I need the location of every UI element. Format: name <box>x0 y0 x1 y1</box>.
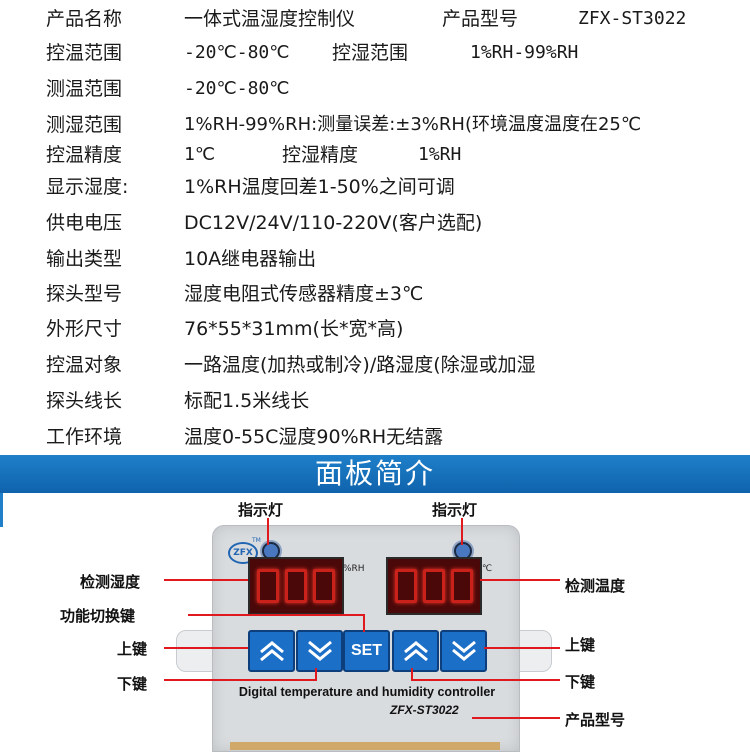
spec-value: 1%RH-99%RH <box>470 42 579 63</box>
brand-logo: ZFX <box>228 542 258 564</box>
spec-value: 标配1.5米线长 <box>184 390 310 412</box>
spec-row-name: 产品名称 一体式温湿度控制仪 产品型号 ZFX-ST3022 <box>0 2 750 36</box>
callout-up-key-left: 上键 <box>117 640 148 658</box>
spec-label: 控温范围 <box>46 42 123 64</box>
callout-up-key-right: 上键 <box>565 636 596 654</box>
panel-model-label: ZFX-ST3022 <box>390 703 459 717</box>
temperature-unit: ℃ <box>482 564 493 574</box>
temperature-digits <box>388 559 480 613</box>
spec-row-output-type: 输出类型 10A继电器输出 <box>0 242 750 276</box>
callout-down-key-right: 下键 <box>565 673 596 691</box>
spec-label: 工作环境 <box>46 426 123 448</box>
spec-value: ZFX-ST3022 <box>578 8 687 29</box>
humidity-display <box>248 557 344 615</box>
spec-row-humidity-measure-range: 测湿范围 1%RH-99%RH:测量误差:±3%RH(环境温度温度在25℃ <box>0 108 750 142</box>
panel-intro-banner: 面板简介 <box>0 455 750 493</box>
spec-label: 测湿范围 <box>46 114 123 136</box>
callout-down-key-left: 下键 <box>117 675 148 693</box>
spec-label: 控温精度 <box>46 144 123 166</box>
spec-row-control-target: 控温对象 一路温度(加热或制冷)/路湿度(除湿或加湿 <box>0 348 750 382</box>
seven-segment-digit <box>423 569 445 603</box>
seven-segment-digit <box>257 569 279 603</box>
callout-line-down-key-left <box>164 668 317 681</box>
set-key-label: SET <box>350 642 383 659</box>
spec-value: 温度0-55C湿度90%RH无结露 <box>184 426 444 448</box>
spec-label: 产品型号 <box>442 8 519 30</box>
spec-value: 1%RH-99%RH:测量误差:±3%RH(环境温度温度在25℃ <box>184 114 642 135</box>
seven-segment-digit <box>395 569 417 603</box>
panel-caption: Digital temperature and humidity control… <box>238 685 496 699</box>
terminal-strip <box>230 742 500 750</box>
chevron-up-icon <box>403 641 428 662</box>
spec-value: -20℃-80℃ <box>184 42 290 63</box>
chevron-down-icon <box>451 640 476 661</box>
callout-indicator-left: 指示灯 <box>238 501 284 519</box>
spec-row-supply-voltage: 供电电压 DC12V/24V/110-220V(客户选配) <box>0 206 750 240</box>
callout-indicator-right: 指示灯 <box>432 501 478 519</box>
spec-label: 探头型号 <box>46 283 123 305</box>
seven-segment-digit <box>451 569 473 603</box>
spec-value: 湿度电阻式传感器精度±3℃ <box>184 283 424 305</box>
callout-line-down-key-right <box>411 668 560 681</box>
spec-row-probe-model: 探头型号 湿度电阻式传感器精度±3℃ <box>0 277 750 311</box>
spec-value: 一路温度(加热或制冷)/路湿度(除湿或加湿 <box>184 354 536 376</box>
up-key-humidity[interactable] <box>248 630 295 672</box>
callout-temperature-display: 检测温度 <box>565 577 626 595</box>
seven-segment-digit <box>285 569 307 603</box>
spec-label: 控温对象 <box>46 354 123 376</box>
spec-value: 1%RH温度回差1-50%之间可调 <box>184 176 455 198</box>
spec-row-dimensions: 外形尺寸 76*55*31mm(长*宽*高) <box>0 312 750 346</box>
spec-label: 探头线长 <box>46 390 123 412</box>
spec-value: -20℃-80℃ <box>184 78 290 99</box>
spec-value: 1%RH <box>418 144 462 165</box>
spec-row-display-humidity: 显示湿度: 1%RH温度回差1-50%之间可调 <box>0 170 750 204</box>
set-function-key[interactable]: SET <box>343 630 390 672</box>
chevron-down-icon <box>307 640 332 661</box>
callout-line-function-key <box>188 614 365 632</box>
temperature-display <box>386 557 482 615</box>
spec-row-temp-measure-range: 测温范围 -20℃-80℃ <box>0 72 750 106</box>
spec-label: 输出类型 <box>46 248 123 270</box>
spec-value: 1℃ <box>184 144 216 165</box>
spec-label: 控湿范围 <box>332 42 409 64</box>
spec-row-probe-cable-length: 探头线长 标配1.5米线长 <box>0 384 750 418</box>
callout-product-model: 产品型号 <box>565 711 626 729</box>
spec-row-temp-control-range: 控温范围 -20℃-80℃ 控湿范围 1%RH-99%RH <box>0 36 750 70</box>
humidity-digits <box>250 559 342 613</box>
callout-function-key: 功能切换键 <box>60 607 136 625</box>
spec-value: 76*55*31mm(长*宽*高) <box>184 318 404 340</box>
trademark-mark: TM <box>252 537 261 544</box>
spec-value: 10A继电器输出 <box>184 248 317 270</box>
down-key-humidity[interactable] <box>296 630 343 672</box>
spec-label: 产品名称 <box>46 8 123 30</box>
spec-label: 测温范围 <box>46 78 123 100</box>
up-key-temperature[interactable] <box>392 630 439 672</box>
spec-label: 显示湿度: <box>46 176 129 198</box>
spec-label: 控湿精度 <box>282 144 359 166</box>
seven-segment-digit <box>313 569 335 603</box>
callout-humidity-display: 检测湿度 <box>80 573 141 591</box>
spec-row-temp-accuracy: 控温精度 1℃ 控湿精度 1%RH <box>0 138 750 172</box>
humidity-unit: %RH <box>343 564 365 574</box>
chevron-up-icon <box>259 641 284 662</box>
banner-edge-accent <box>0 493 3 527</box>
spec-value: 一体式温湿度控制仪 <box>184 8 356 30</box>
spec-label: 供电电压 <box>46 212 123 234</box>
spec-value: DC12V/24V/110-220V(客户选配) <box>184 212 483 234</box>
down-key-temperature[interactable] <box>440 630 487 672</box>
spec-row-working-environment: 工作环境 温度0-55C湿度90%RH无结露 <box>0 420 750 454</box>
banner-title: 面板简介 <box>314 457 435 490</box>
spec-label: 外形尺寸 <box>46 318 123 340</box>
